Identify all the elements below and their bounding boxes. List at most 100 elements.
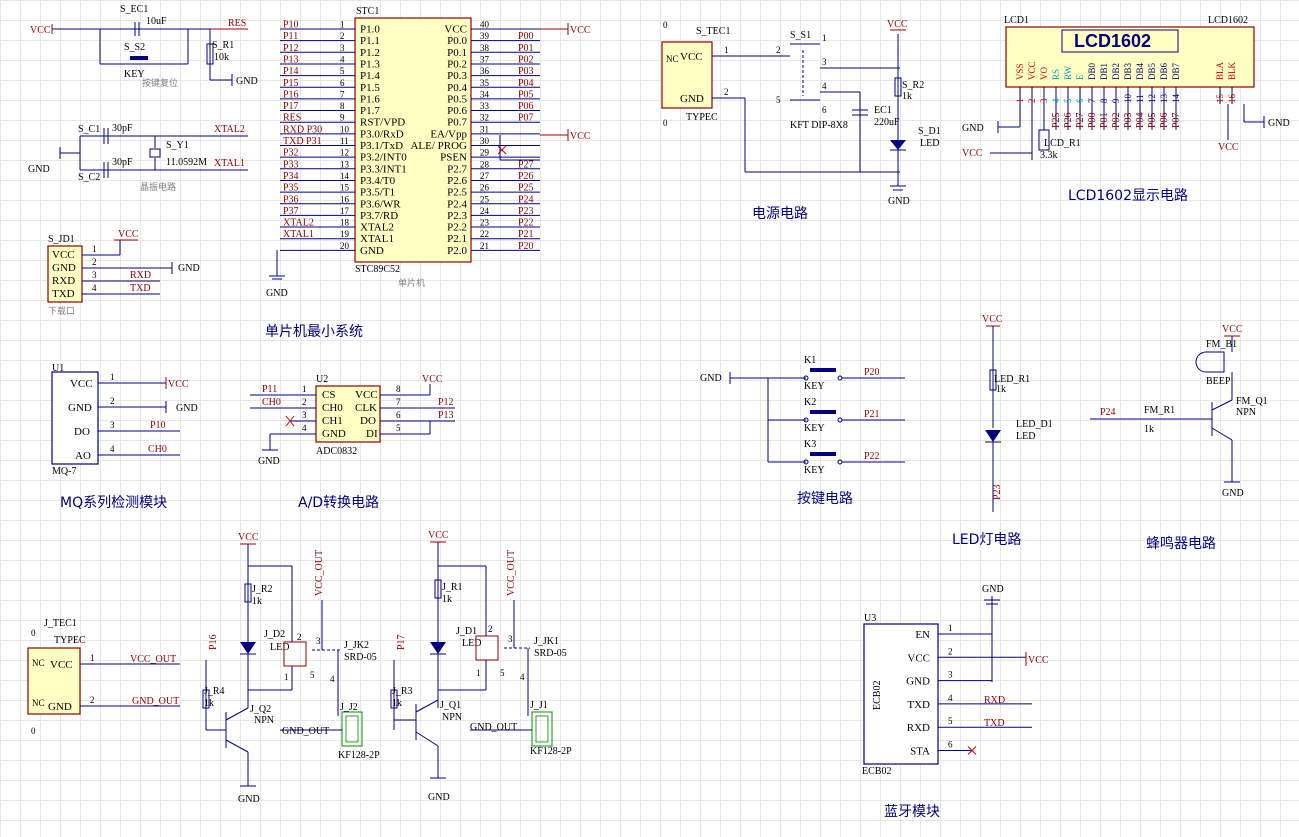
power-pin-2: 2 [724, 87, 729, 97]
mcu-left-pin-label: P3.0/RxD [360, 128, 404, 140]
mcu-left-pin-number: 18 [340, 218, 350, 228]
power-pin-1: 1 [724, 45, 729, 55]
crystal-circuit: S_C1 30pF S_C2 30pF S_Y1 11.0592M 晶振电路 X… [28, 123, 248, 192]
lcd-pin-number: 10 [1123, 94, 1133, 104]
lcd-net-label: P01 [1099, 112, 1110, 128]
lcd-pin-number: 2 [1027, 99, 1037, 104]
mcu-left-net: P15 [283, 78, 299, 89]
mcu-right-net: P26 [518, 171, 534, 182]
adc-rnum-3: 6 [396, 410, 401, 420]
bt-pin-label: RXD [907, 722, 930, 734]
mcu-left-net: P34 [283, 171, 299, 182]
mcu-right-pin-number: 40 [480, 20, 490, 30]
mcu-left-pin-number: 8 [340, 101, 345, 111]
mcu-right-pin-number: 23 [480, 218, 490, 228]
section-title-lcd: LCD1602显示电路 [1068, 188, 1188, 204]
mcu-right-net: P20 [518, 241, 534, 252]
mq-net-vcc: VCC [168, 379, 189, 390]
lcd-pot-value: 3.3k [1040, 150, 1058, 161]
mcu-left-pin-label: P3.3/INT1 [360, 163, 407, 175]
adc-lpin-1: CS [322, 389, 335, 401]
mcu-right-pin-label: P2.4 [447, 198, 467, 210]
mcu-left-pin-number: 19 [340, 229, 350, 239]
lcd-net-label: P00 [1087, 112, 1098, 128]
crystal-xtal1: XTAL1 [214, 158, 245, 169]
mcu-left-net: P32 [283, 148, 299, 159]
relay1-num-1: 1 [476, 668, 481, 678]
mcu-right-pin-number: 31 [480, 124, 489, 134]
bt-gnd-label: GND [982, 584, 1004, 595]
mcu-right-pin-label: P0.5 [447, 93, 467, 105]
mcu-right-pin-number: 24 [480, 206, 490, 216]
lcd-pin-label: VCC [1027, 61, 1037, 80]
mcu-left-net: P13 [283, 54, 299, 65]
lcd-pin-number: 13 [1159, 94, 1169, 104]
adc-lnum-4: 4 [302, 423, 307, 433]
mcu-left-pin-label: P1.0 [360, 24, 380, 36]
key-ref: K1 [804, 355, 816, 366]
mcu-right-pin-label: P2.1 [447, 233, 467, 245]
buzzer-ref: FM_B1 [1206, 339, 1237, 350]
relay2-r2-value: 1k [252, 596, 262, 607]
buzzer-label: BEEP [1206, 376, 1231, 387]
mcu-left-pin-label: P1.5 [360, 82, 380, 94]
led-diode-ref: LED_D1 [1016, 419, 1053, 430]
lcd-vcc-label: VCC [962, 148, 983, 159]
relay1-r1-value: 1k [442, 594, 452, 605]
mq-net-ao: CH0 [148, 444, 167, 455]
reset-cap-ref: S_EC1 [120, 4, 148, 15]
mcu-left-net: P35 [283, 183, 299, 194]
adc-chip: U2 CS CH0 CH1 GND VCC CLK DO DI 1 2 3 4 … [250, 374, 455, 467]
mcu-left-pin-number: 9 [340, 113, 345, 123]
key-label: KEY [804, 381, 825, 392]
download-pin-4: TXD [52, 288, 75, 300]
key-net: P21 [864, 409, 880, 420]
mcu-left-pin-label: XTAL1 [360, 233, 394, 245]
mcu-right-pin-label: P2.6 [447, 175, 467, 187]
reset-circuit: VCC S_EC1 10uF S_S2 KEY 按键复位 S_R1 10k GN… [30, 4, 258, 88]
section-title-buzzer: 蜂鸣器电路 [1146, 535, 1216, 552]
adc-ref: U2 [316, 374, 328, 385]
mcu-right-pin-number: 34 [480, 89, 490, 99]
relay1-q-ref: J_Q1 [440, 700, 461, 711]
relay1-r3-value: 1k [392, 698, 402, 709]
lcd-title: LCD1602 [1074, 31, 1151, 51]
lcd-pin-label: RW [1063, 65, 1073, 80]
download-gnd-label: GND [178, 263, 200, 274]
crystal-ref: S_Y1 [166, 140, 189, 151]
crystal-c2-value: 30pF [112, 157, 133, 168]
download-port: S_JD1 VCC GND RXD TXD 1 2 3 4 VCC GND RX… [47, 229, 200, 316]
mcu-right-pin-label: P2.0 [447, 245, 467, 257]
mcu-left-net: P14 [283, 66, 299, 77]
download-vcc-label: VCC [118, 229, 139, 240]
reset-res-ref: S_R1 [212, 40, 234, 51]
outjack-nc-bottom: NC [32, 698, 45, 708]
relay2-relay-part: SRD-05 [344, 652, 377, 663]
lcd-pin-label: DB1 [1099, 63, 1109, 80]
adc-lnum-2: 2 [302, 397, 307, 407]
adc-rnet-p12: P12 [438, 397, 454, 408]
lcd-net-label: P03 [1123, 112, 1134, 128]
download-pin-2: GND [52, 262, 76, 274]
lcd-pin-label: BLK [1227, 61, 1237, 80]
mcu-right-pin-number: 36 [480, 66, 490, 76]
download-num-3: 3 [92, 270, 97, 280]
bt-pin-number: 5 [948, 716, 953, 726]
relay1-relay-part: SRD-05 [534, 648, 567, 659]
mcu-right-pin-number: 27 [480, 171, 490, 181]
power-switch-part: KFT DIP-8X8 [790, 120, 848, 131]
mcu-right-pin-number: 22 [480, 229, 489, 239]
mcu-left-pin-label: GND [360, 245, 384, 257]
adc-lnum-1: 1 [302, 384, 307, 394]
section-title-mcu: 单片机最小系统 [265, 324, 363, 340]
led-diode-label: LED [1016, 431, 1035, 442]
relay2-led-ref: J_D2 [264, 629, 285, 640]
lcd-pin-label: BLA [1215, 61, 1225, 80]
mq-part: MQ-7 [52, 466, 76, 477]
mcu-left-pin-label: P1.4 [360, 70, 380, 82]
mcu-left-pin-label: P3.4/T0 [360, 175, 396, 187]
lcd-net-label: P05 [1147, 112, 1158, 128]
